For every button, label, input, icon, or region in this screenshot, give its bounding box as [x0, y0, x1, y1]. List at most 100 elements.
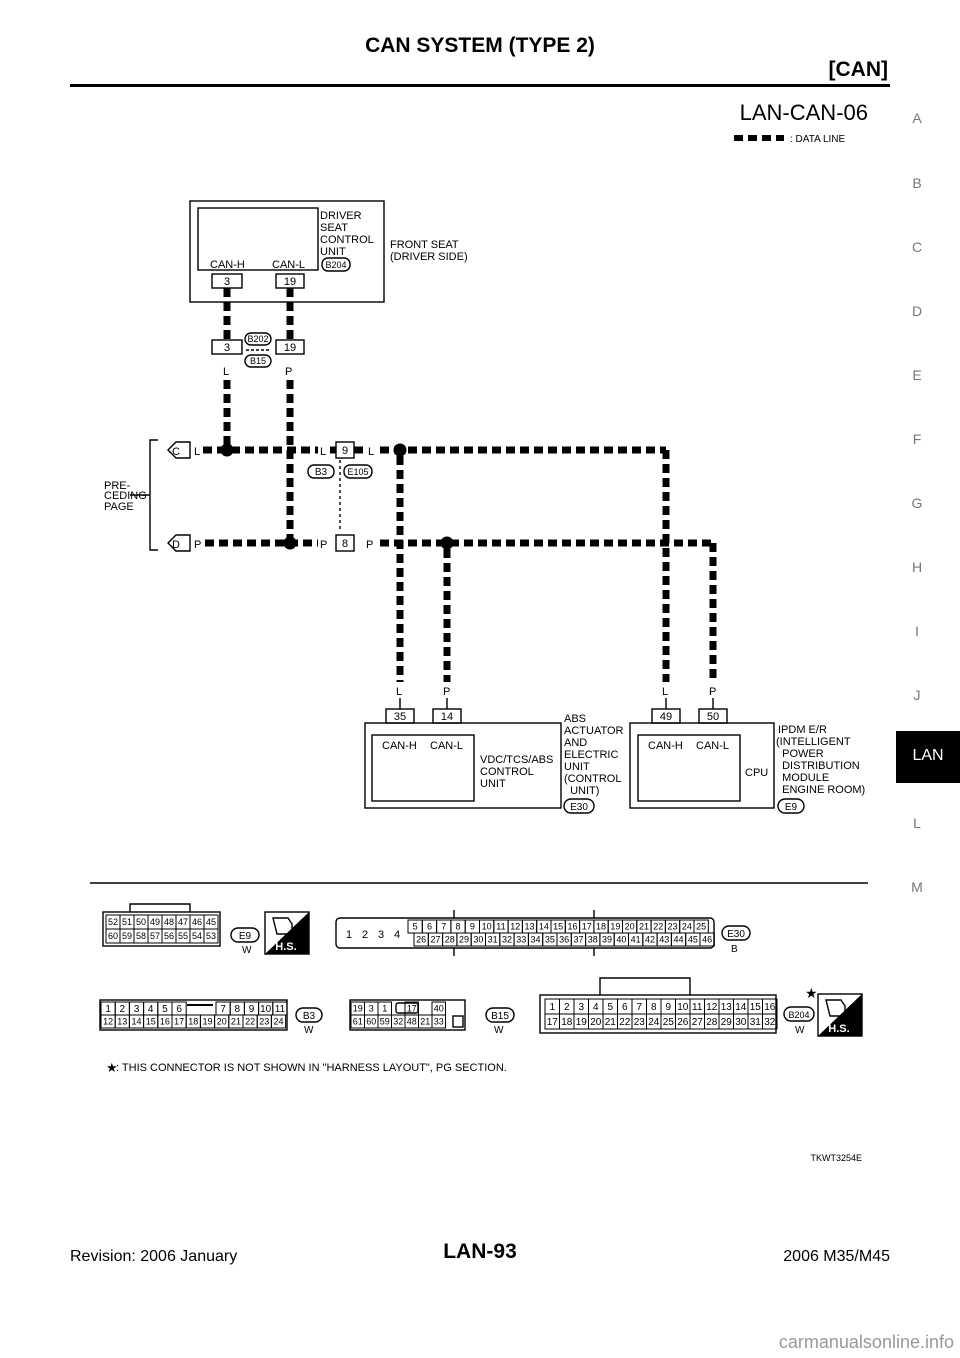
- cpu-label: CPU: [745, 767, 768, 779]
- wire-color: P: [366, 539, 373, 551]
- pin-label: 1: [346, 929, 352, 941]
- connector-id: E30: [570, 802, 588, 813]
- pin-label: 50: [136, 917, 146, 927]
- connector-id: B204: [325, 260, 346, 270]
- pin-label: 15: [146, 1017, 156, 1027]
- wire-color: L: [320, 446, 326, 458]
- abs-unit-outer: [364, 722, 562, 809]
- abs-side-label: AND: [564, 737, 587, 749]
- connector-shell: [349, 999, 466, 1031]
- pin-label: 19: [610, 922, 620, 932]
- preceding-label: PAGE: [104, 501, 134, 513]
- pin-label: 5: [162, 1004, 168, 1015]
- pin-label: 21: [231, 1017, 241, 1027]
- pin-label: 26: [677, 1017, 689, 1028]
- section-index-item[interactable]: A: [912, 110, 922, 126]
- driver-seat-unit-label: DRIVER: [320, 210, 362, 222]
- wire-color: P: [194, 539, 201, 551]
- section-index-item[interactable]: G: [911, 495, 923, 511]
- ipdm-side-label: DISTRIBUTION: [776, 760, 860, 772]
- section-index-item[interactable]: B: [912, 175, 922, 191]
- pin-label: 46: [702, 935, 712, 945]
- connector-color: W: [304, 1025, 314, 1036]
- driver-seat-unit-label: SEAT: [320, 222, 348, 234]
- pin-label: 4: [394, 929, 400, 941]
- front-seat-label: FRONT SEAT: [390, 239, 459, 251]
- pin-label: 7: [220, 1004, 226, 1015]
- hs-icon-connector: [825, 999, 846, 1017]
- pin-label: 7: [636, 1002, 642, 1013]
- ipdm-unit-inner: [637, 734, 741, 802]
- connector-badge-b202: [244, 332, 272, 346]
- pin-label: 2: [564, 1002, 570, 1013]
- ipdm-side-label: (INTELLIGENT: [776, 736, 851, 748]
- pin-label: 9: [665, 1002, 671, 1013]
- pin-label: 14: [131, 1017, 141, 1027]
- hs-icon-label: H.S.: [275, 941, 296, 953]
- section-index-item[interactable]: D: [911, 303, 923, 319]
- pin-label: 5: [413, 922, 418, 932]
- pin-label: 18: [188, 1017, 198, 1027]
- pin-label: 32: [393, 1017, 403, 1027]
- section-index-item[interactable]: E: [912, 367, 922, 383]
- pin-label: 59: [380, 1017, 390, 1027]
- pin-label: 16: [764, 1002, 776, 1013]
- can-l-label: CAN-L: [272, 259, 305, 271]
- section-index-item[interactable]: J: [913, 687, 921, 703]
- pin-label: 14: [735, 1002, 747, 1013]
- section-index-item[interactable]: F: [912, 431, 922, 447]
- wire-color: L: [223, 366, 229, 378]
- pin-label: 20: [590, 1017, 602, 1028]
- can-h-label: CAN-H: [382, 740, 417, 752]
- section-label: [CAN]: [828, 58, 888, 81]
- connector-badge: [783, 1006, 815, 1022]
- preceding-label: CEDING: [104, 490, 147, 502]
- wire-color: P: [285, 366, 292, 378]
- section-index-item[interactable]: H: [911, 559, 923, 575]
- connector-id: E9: [785, 802, 798, 813]
- pin-cell: [270, 1014, 287, 1029]
- pin-label: 9: [249, 1004, 255, 1015]
- pin-label: 24: [273, 1017, 283, 1027]
- section-tab-active[interactable]: LAN: [896, 731, 960, 783]
- connector-color: W: [494, 1025, 504, 1036]
- hs-icon: H.S.: [264, 911, 310, 955]
- ipdm-side-label: IPDM E/R: [778, 724, 827, 736]
- wire-color: L: [194, 446, 200, 458]
- pin-label: 58: [136, 931, 146, 941]
- hs-icon-connector: [272, 917, 293, 935]
- pin-label: 29: [721, 1017, 733, 1028]
- section-index-item[interactable]: C: [911, 239, 923, 255]
- wire-color: L: [368, 446, 374, 458]
- pin-label: 24: [648, 1017, 660, 1028]
- connector-latch: [129, 903, 191, 912]
- model-label: 2006 M35/M45: [783, 1248, 890, 1265]
- section-index-item[interactable]: I: [915, 623, 919, 639]
- pin-number: 9: [342, 445, 348, 457]
- pin-cell: [203, 928, 219, 944]
- connector-id: B204: [788, 1010, 809, 1020]
- section-index-item[interactable]: L: [913, 815, 921, 831]
- section-index-item[interactable]: M: [911, 879, 923, 895]
- preceding-arrow-d: [167, 534, 191, 552]
- abs-side-label: (CONTROL: [564, 773, 621, 785]
- pin-label: 39: [602, 935, 612, 945]
- pin-number: 3: [224, 342, 230, 354]
- driver-seat-unit-label: CONTROL: [320, 234, 374, 246]
- hs-icon: H.S.: [817, 993, 863, 1037]
- connector-color: B: [731, 944, 738, 955]
- preceding-bracket: [149, 439, 158, 551]
- pin-label: 56: [164, 931, 174, 941]
- pin-label: 17: [547, 1017, 559, 1028]
- pin-label: 30: [735, 1017, 747, 1028]
- pin-label: 22: [245, 1017, 255, 1027]
- pin-label: 3: [369, 1004, 374, 1014]
- pin-label: 3: [378, 929, 384, 941]
- pin-label: 1: [549, 1002, 555, 1013]
- pin-number: 19: [284, 342, 296, 354]
- pin-label: 12: [706, 1002, 718, 1013]
- pin-label: 11: [275, 1004, 286, 1015]
- pin-label: 59: [122, 931, 132, 941]
